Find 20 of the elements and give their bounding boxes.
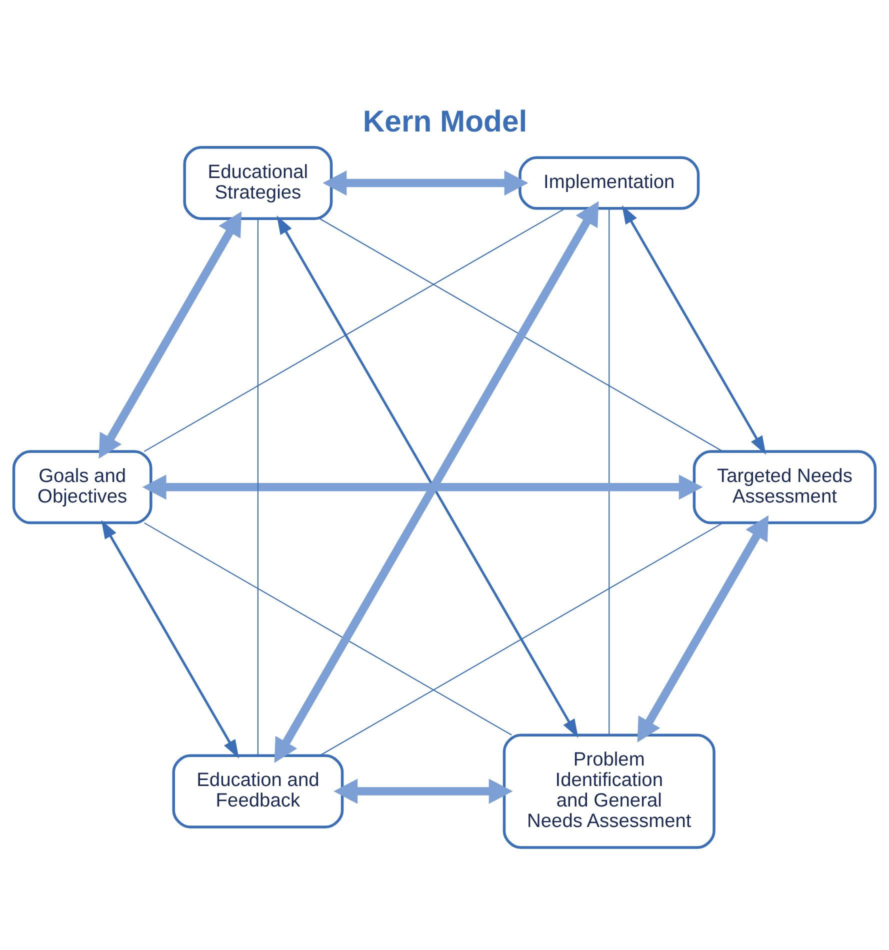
arrow	[98, 210, 242, 458]
connector	[320, 522, 723, 756]
node-box: Targeted Needs Assessment	[692, 450, 877, 524]
connector	[144, 522, 512, 735]
connector	[144, 207, 566, 452]
node-box: Goals and Objectives	[12, 450, 152, 524]
arrow	[334, 778, 513, 804]
arrow	[622, 204, 766, 454]
connector	[257, 218, 258, 756]
arrow	[322, 170, 528, 196]
node-box: Problem Identification and General Needs Assessment	[502, 733, 716, 848]
arrow	[142, 474, 703, 500]
arrow	[101, 519, 239, 758]
node-box: Implementation	[518, 156, 700, 210]
arrow	[637, 514, 769, 742]
connector	[320, 218, 724, 452]
connector	[608, 208, 610, 734]
diagram-title: Kern Model	[362, 105, 528, 138]
node-box: Educational Strategies	[183, 146, 333, 220]
node-box: Education and Feedback	[172, 754, 344, 828]
